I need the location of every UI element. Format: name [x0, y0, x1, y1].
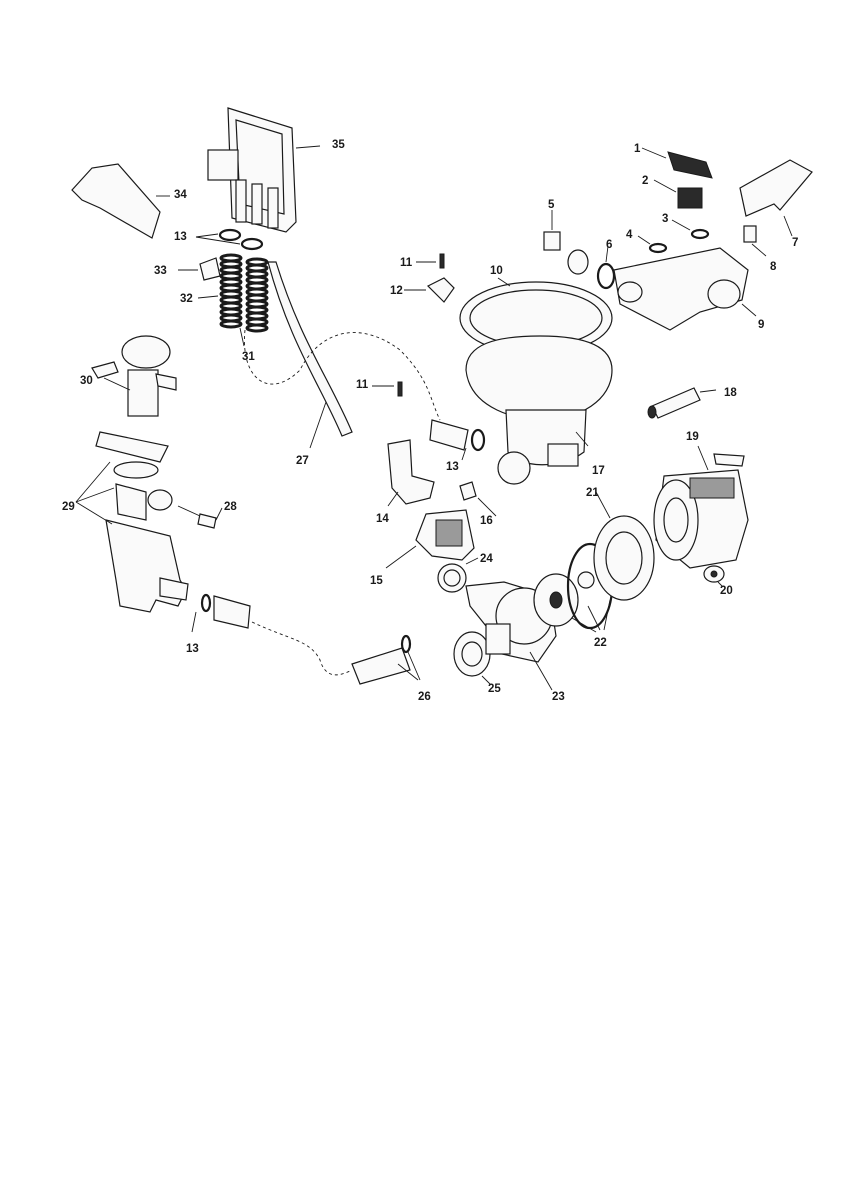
part-27-long-hose: [244, 261, 441, 449]
part-9-manifold: [613, 247, 757, 331]
part-label: 19: [686, 431, 699, 443]
part-34-clip: [71, 163, 170, 239]
part-12-clamp: [404, 277, 455, 303]
part-15-drain-pump: [385, 509, 475, 569]
part-label: 26: [418, 691, 431, 703]
part-label: 13: [446, 461, 459, 473]
part-label: 5: [548, 199, 555, 211]
part-label: 14: [376, 513, 389, 525]
part-label: 24: [480, 553, 493, 565]
part-label: 31: [242, 351, 255, 363]
part-label: 7: [792, 237, 798, 249]
part-label: 3: [662, 213, 668, 225]
part-label: 18: [724, 387, 737, 399]
part-label: 8: [770, 261, 777, 273]
part-label: 34: [174, 189, 187, 201]
part-2-connector: [653, 179, 703, 209]
part-7-clip: [739, 159, 813, 237]
part-28-sensor: [177, 505, 223, 529]
part-label: 27: [296, 455, 309, 467]
part-label: 17: [592, 465, 605, 477]
part-label: 25: [488, 683, 501, 695]
part-label: 21: [586, 487, 599, 499]
part-11-screw-lower: [372, 381, 403, 397]
part-30-dispenser: [91, 335, 177, 417]
part-10-sump-gasket: [459, 277, 613, 355]
hose-coil-segment: [245, 323, 269, 333]
part-label: 13: [174, 231, 187, 243]
part-label: 1: [634, 143, 641, 155]
part-6-ring: [596, 245, 616, 290]
part-32-coiled-hoses: [197, 253, 269, 347]
part-16-clip: [459, 481, 497, 517]
part-13-rings-upper: [195, 228, 264, 251]
part-21-pump-cover: [593, 491, 655, 601]
part-33-bracket: [178, 257, 221, 281]
part-4-ring: [637, 235, 668, 254]
part-label: 4: [626, 229, 633, 241]
part-label: 11: [400, 257, 413, 269]
part-11-screw-upper: [416, 253, 445, 269]
part-29-housing-assembly: [75, 431, 189, 613]
part-13-lower-ring: [191, 593, 212, 633]
part-label: 10: [490, 265, 503, 277]
part-label: 35: [332, 139, 345, 151]
part-label: 9: [758, 319, 764, 331]
part-35-cover: [207, 107, 321, 233]
part-label: 2: [642, 175, 648, 187]
part-18-heater-element: [647, 387, 717, 419]
part-label: 29: [62, 501, 75, 513]
part-label: 22: [594, 637, 607, 649]
part-20-grommet: [703, 565, 725, 587]
part-label: 33: [154, 265, 167, 277]
part-5-valve: [543, 210, 589, 275]
part-3-ring: [671, 219, 710, 240]
part-label: 28: [224, 501, 237, 513]
part-label: 6: [606, 239, 612, 251]
part-label: 23: [552, 691, 565, 703]
part-8-connector: [743, 225, 767, 257]
part-label: 12: [390, 285, 403, 297]
part-label: 11: [356, 379, 369, 391]
hose-coil-segment: [219, 319, 243, 329]
part-13-mid-hose: [429, 419, 531, 485]
part-label: 15: [370, 575, 383, 587]
part-label: 20: [720, 585, 733, 597]
part-1-cap: [641, 147, 713, 179]
part-label: 30: [80, 375, 93, 387]
part-label: 13: [186, 643, 199, 655]
part-19-motor: [653, 445, 749, 569]
part-14-bracket: [387, 439, 435, 507]
part-label: 16: [480, 515, 493, 527]
part-17-sump: [465, 335, 613, 467]
part-24-spring: [437, 557, 479, 593]
part-25-seal: [453, 631, 491, 685]
part-26-drain-hose: [213, 595, 421, 685]
part-label: 32: [180, 293, 193, 305]
